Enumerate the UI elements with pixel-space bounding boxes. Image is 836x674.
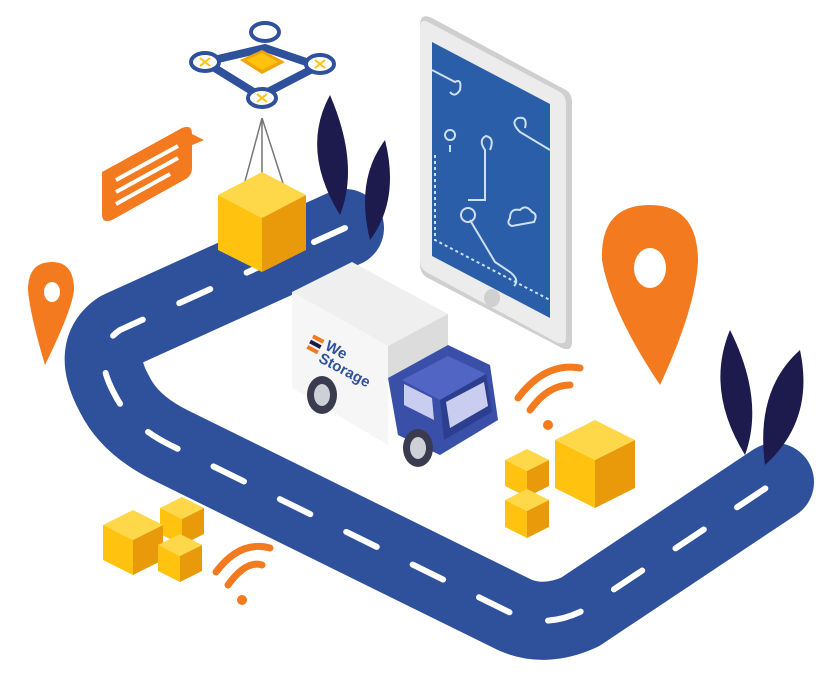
side-window: [404, 384, 434, 420]
wifi-icon-left: [212, 542, 274, 605]
location-pin-right-icon: [601, 205, 698, 385]
tablet: [420, 16, 572, 350]
tablet-screen: [432, 42, 550, 318]
plant-right: [720, 330, 804, 465]
boxes-left: [103, 497, 204, 582]
delivery-truck: We Storage: [292, 262, 498, 467]
location-pin-left-icon: [28, 262, 74, 365]
drone-icon: [189, 21, 336, 220]
wifi-icon-right: [514, 363, 584, 430]
chat-bubble-icon: [102, 126, 204, 222]
drone-package: [218, 172, 306, 272]
road: [64, 189, 814, 660]
windshield: [446, 382, 488, 428]
plant-left: [317, 95, 390, 240]
home-button: [484, 289, 500, 307]
boxes-right: [505, 420, 635, 538]
road-dashes: [100, 225, 778, 624]
